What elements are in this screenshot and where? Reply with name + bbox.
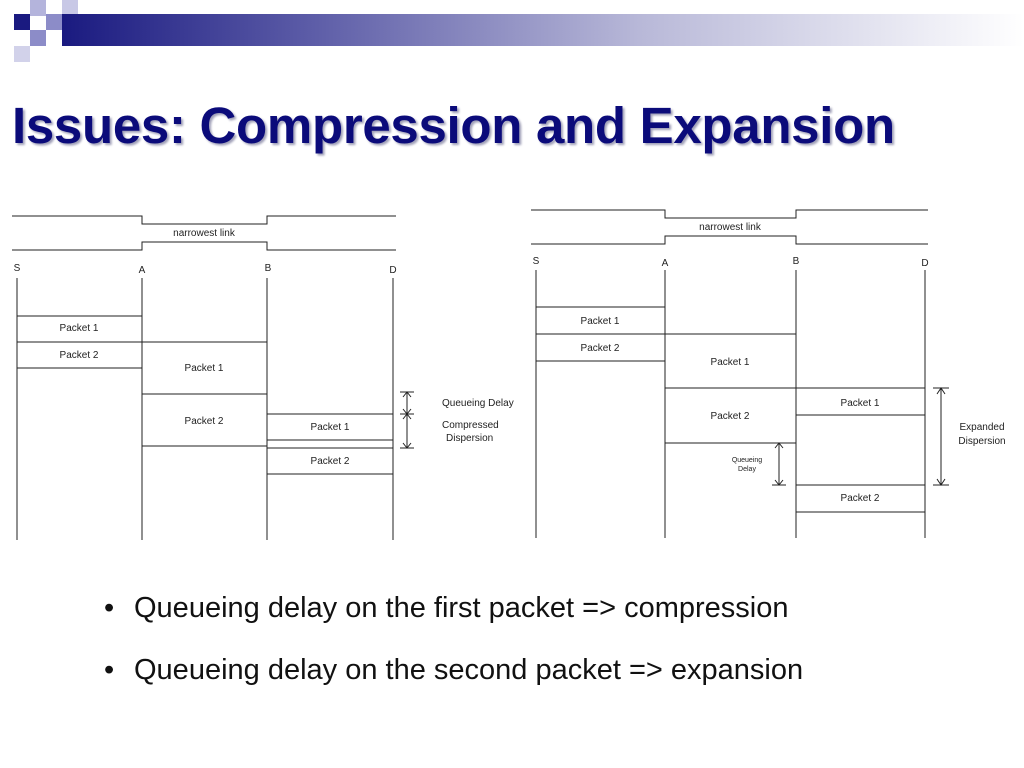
link-outline-bottom xyxy=(531,235,928,245)
packet-label: Packet 2 xyxy=(711,411,750,422)
deco-square xyxy=(30,0,46,16)
deco-square xyxy=(30,30,46,46)
link-outline-top xyxy=(531,209,928,219)
list-item: • Queueing delay on the second packet => … xyxy=(104,650,803,712)
header-gradient-bar xyxy=(62,14,1024,46)
expansion-diagram: narrowest link S A B D Packet 1 Packet 2… xyxy=(531,209,1006,538)
packet-box xyxy=(266,447,394,475)
slide-title: Issues: Compression and Expansion xyxy=(12,97,895,154)
packet-label: Packet 2 xyxy=(841,493,880,504)
queueing-delay-label: Queueing xyxy=(732,457,762,464)
arrow-head xyxy=(402,442,412,449)
packet-label: Packet 1 xyxy=(711,357,750,368)
deco-square xyxy=(46,14,62,30)
dispersion-label: Expanded xyxy=(959,422,1004,433)
packet-label: Packet 1 xyxy=(60,323,99,334)
list-item: • Queueing delay on the first packet => c… xyxy=(104,588,803,650)
node-label-b: B xyxy=(793,256,800,267)
queueing-delay-label: Delay xyxy=(738,466,756,473)
bullet-text: Queueing delay on the first packet => co… xyxy=(134,592,789,624)
dispersion-label: Dispersion xyxy=(958,436,1005,447)
packet-label: Packet 1 xyxy=(841,398,880,409)
packet-label: Packet 1 xyxy=(581,316,620,327)
arrow-head xyxy=(774,479,784,486)
dispersion-label: Dispersion xyxy=(446,433,493,444)
node-label-a: A xyxy=(662,258,669,269)
node-label-s: S xyxy=(14,263,21,274)
header-decoration xyxy=(0,0,1024,62)
packet-label: Packet 2 xyxy=(311,456,350,467)
link-label: narrowest link xyxy=(699,222,762,233)
deco-square xyxy=(62,0,78,14)
packet-label: Packet 2 xyxy=(60,350,99,361)
dispersion-label: Compressed xyxy=(442,420,499,431)
node-label-d: D xyxy=(389,265,396,276)
packet-box xyxy=(266,413,394,441)
arrow-head xyxy=(936,478,946,486)
packet-label: Packet 1 xyxy=(185,363,224,374)
packet-label: Packet 2 xyxy=(581,343,620,354)
link-outline-top xyxy=(12,215,396,225)
bullet-glyph: • xyxy=(104,592,115,624)
node-label-s: S xyxy=(533,256,540,267)
node-label-a: A xyxy=(139,265,146,276)
bullet-glyph: • xyxy=(104,654,115,686)
arrow-head xyxy=(774,442,784,449)
deco-square xyxy=(14,14,30,30)
node-label-d: D xyxy=(921,258,928,269)
bullet-list: • Queueing delay on the first packet => c… xyxy=(104,588,803,712)
node-label-b: B xyxy=(265,263,272,274)
packet-label: Packet 2 xyxy=(185,416,224,427)
arrow-head xyxy=(402,413,412,420)
bullet-text: Queueing delay on the second packet => e… xyxy=(134,654,804,686)
deco-square xyxy=(14,46,30,62)
compression-diagram: narrowest link S A B D Packet 1 Packet 2… xyxy=(12,215,514,540)
packet-box xyxy=(795,387,926,416)
link-label: narrowest link xyxy=(173,228,236,239)
arrow-head xyxy=(402,391,412,398)
link-outline-bottom xyxy=(12,241,396,251)
packet-box xyxy=(795,484,926,513)
arrow-head xyxy=(936,387,946,395)
queueing-delay-label: Queueing Delay xyxy=(442,398,514,409)
packet-label: Packet 1 xyxy=(311,422,350,433)
